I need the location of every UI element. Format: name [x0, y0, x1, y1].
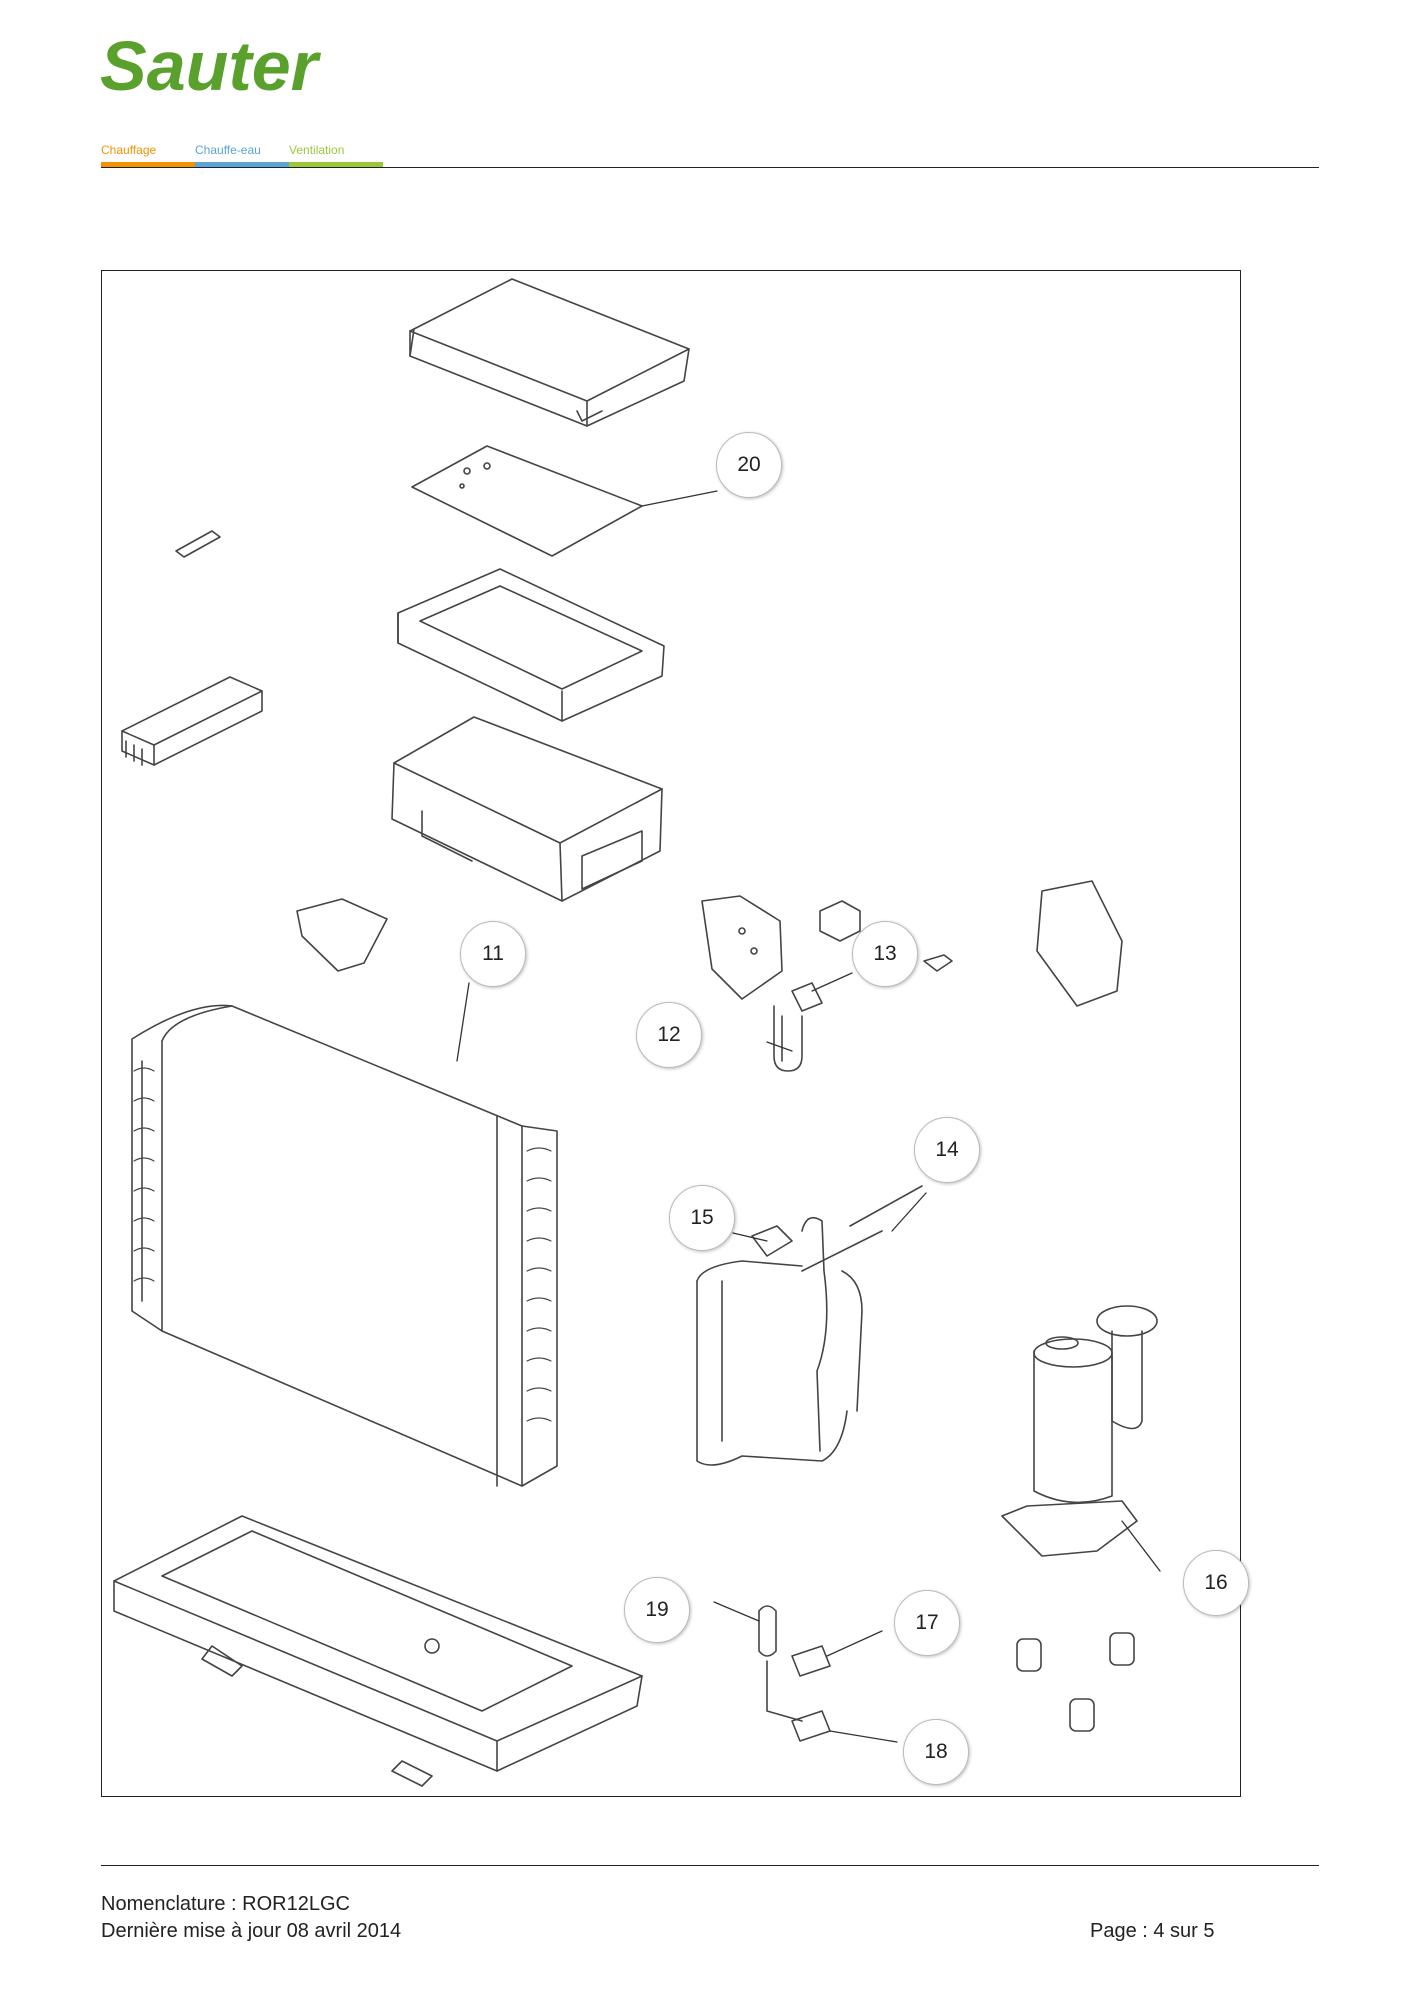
condenser-coil-part	[131, 1004, 558, 1487]
leader-13	[811, 972, 853, 992]
top-cover-part	[409, 278, 690, 427]
leader-20	[641, 490, 718, 507]
compressor-part	[1001, 1305, 1158, 1557]
callout-13: 13	[852, 921, 918, 987]
callout-11: 11	[460, 921, 526, 987]
leader-lines	[456, 490, 1161, 1743]
header-divider	[101, 167, 1319, 168]
terminal-bracket-part	[701, 895, 783, 1000]
rubber-feet-part	[1016, 1632, 1135, 1732]
callout-17: 17	[894, 1590, 960, 1656]
footer-page-number: Page : 4 sur 5	[1090, 1920, 1215, 1942]
tagline-bar-chauffage	[101, 162, 195, 167]
callout-18: 18	[903, 1719, 969, 1785]
callout-15: 15	[669, 1185, 735, 1251]
footer-divider	[101, 1865, 1319, 1866]
tagline-label-ventilation: Ventilation	[289, 143, 345, 157]
logo-wordmark: Sauter	[100, 28, 322, 100]
four-way-valve-part	[696, 1185, 923, 1466]
bracket-part-a	[296, 898, 388, 972]
electrical-frame-part	[397, 568, 665, 722]
exploded-parts-diagram: 20 11 12 13 14 15 16 17 18 19	[101, 270, 1249, 1797]
tagline-label-chauffage: Chauffage	[101, 143, 157, 157]
product-tagline: Chauffage Chauffe-eau Ventilation	[101, 143, 383, 167]
small-block-part	[819, 900, 861, 942]
small-bracket-part	[175, 530, 221, 558]
leader-19	[713, 1601, 760, 1622]
tagline-bar-chauffe-eau	[195, 162, 289, 167]
leader-12	[766, 1041, 793, 1052]
leader-16	[1121, 1520, 1161, 1572]
control-board-part	[411, 445, 643, 557]
tagline-chauffage: Chauffage	[101, 143, 195, 167]
parts-drawing	[113, 278, 1161, 1787]
leader-18	[829, 1730, 898, 1743]
tagline-ventilation: Ventilation	[289, 143, 383, 167]
heat-sink-part	[121, 676, 263, 766]
leader-15	[732, 1232, 768, 1242]
sensor-clip-part	[923, 954, 953, 972]
tagline-chauffe-eau: Chauffe-eau	[195, 143, 289, 167]
base-pan-part	[113, 1515, 643, 1787]
leader-14	[891, 1192, 927, 1232]
side-bracket-part	[1036, 880, 1123, 1007]
leader-11	[456, 982, 470, 1062]
expansion-valve-part	[773, 982, 823, 1072]
footer-updated-date: Dernière mise à jour 08 avril 2014	[101, 1920, 402, 1942]
logo-graphic: Sauter	[100, 28, 322, 100]
leader-17	[826, 1630, 883, 1657]
tagline-label-chauffe-eau: Chauffe-eau	[195, 143, 261, 157]
tagline-bar-ventilation	[289, 162, 383, 167]
callout-12: 12	[636, 1002, 702, 1068]
callout-20: 20	[716, 432, 782, 498]
footer-nomenclature: Nomenclature : ROR12LGC	[101, 1893, 350, 1915]
callout-19: 19	[624, 1577, 690, 1643]
callout-16: 16	[1183, 1550, 1249, 1616]
electrical-box-part	[391, 716, 663, 902]
callout-14: 14	[914, 1117, 980, 1183]
service-valve-part	[758, 1605, 831, 1742]
sauter-logo: Sauter	[98, 28, 388, 100]
